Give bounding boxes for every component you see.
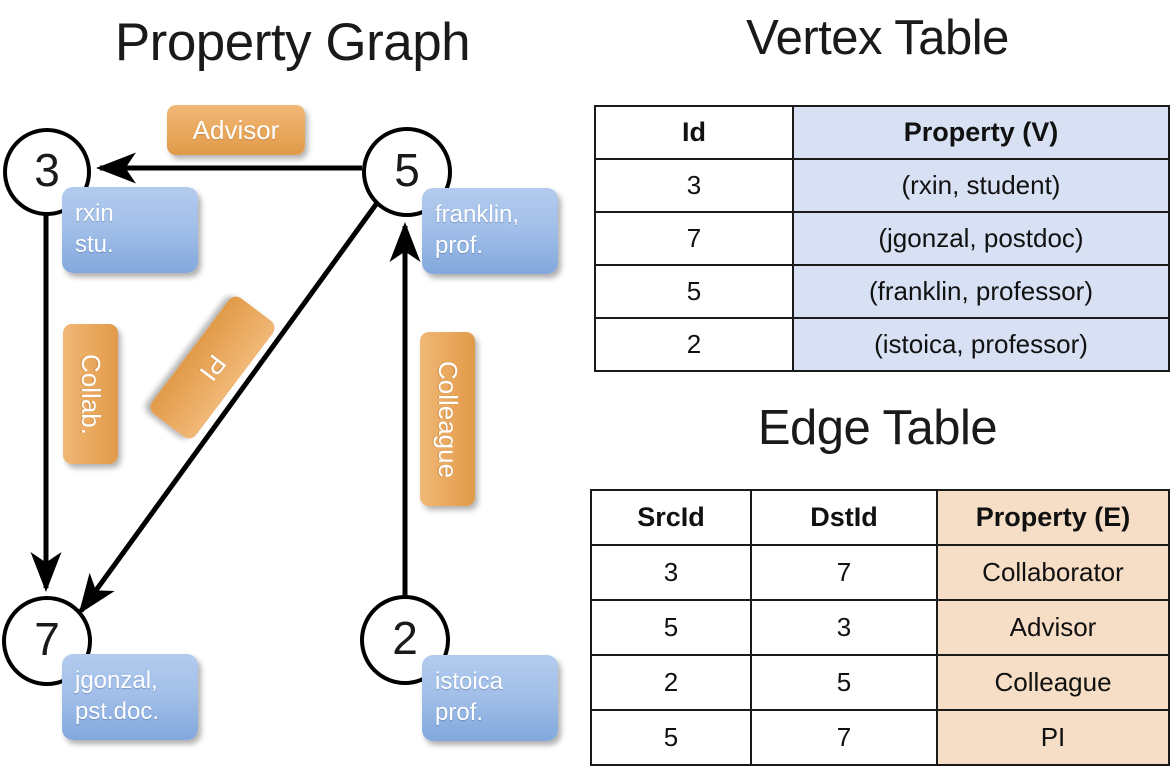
- graph-node-7-label: 7: [34, 613, 60, 665]
- edge-table: SrcId DstId Property (E) 3 7 Collaborato…: [590, 489, 1170, 766]
- vertex-property-3-line1: rxin: [75, 200, 114, 227]
- vertex-header-id: Id: [594, 105, 794, 160]
- table-row: 3 (rxin, student): [594, 158, 1170, 213]
- edge-cell-srcid: 2: [590, 654, 752, 711]
- edge-cell-dstid: 3: [750, 599, 938, 656]
- vertex-property-5-line2: prof.: [435, 232, 484, 259]
- table-row: 5 (franklin, professor): [594, 264, 1170, 319]
- vertex-property-box-5: franklin, prof.: [422, 188, 558, 274]
- edge-cell-property: Colleague: [936, 654, 1170, 711]
- edge-label-advisor-text: Advisor: [192, 114, 280, 145]
- edge-header-dstid: DstId: [750, 489, 938, 546]
- vertex-property-box-7: jgonzal, pst.doc.: [62, 654, 198, 740]
- edge-label-pi-text: PI: [193, 348, 233, 387]
- edge-label-colleague: Colleague: [420, 332, 475, 506]
- vertex-cell-id: 5: [594, 264, 794, 319]
- edge-header-srcid: SrcId: [590, 489, 752, 546]
- edge-cell-property: Advisor: [936, 599, 1170, 656]
- graph-node-5[interactable]: 5: [362, 127, 452, 217]
- edge-label-collab-text: Collab.: [76, 353, 106, 435]
- property-graph-panel: Property Graph 3 5 7 2 rxin stu. frankli…: [0, 0, 585, 760]
- vertex-property-box-2: istoica prof.: [422, 655, 558, 741]
- edge-cell-srcid: 5: [590, 599, 752, 656]
- graph-edges-svg: [30, 152, 421, 615]
- vertex-property-7-line1: jgonzal,: [75, 667, 158, 694]
- vertex-cell-property: (rxin, student): [792, 158, 1170, 213]
- vertex-cell-id: 3: [594, 158, 794, 213]
- edge-cell-dstid: 5: [750, 654, 938, 711]
- page-title-property-graph: Property Graph: [114, 13, 471, 72]
- vertex-table: Id Property (V) 3 (rxin, student) 7 (jgo…: [594, 105, 1170, 372]
- vertex-cell-id: 7: [594, 211, 794, 266]
- vertex-property-box-3: rxin stu.: [62, 187, 198, 273]
- vertex-cell-property: (jgonzal, postdoc): [792, 211, 1170, 266]
- vertex-property-7-line2: pst.doc.: [75, 698, 160, 725]
- table-row: 3 7 Collaborator: [590, 544, 1170, 601]
- edge-table-header-row: SrcId DstId Property (E): [590, 489, 1170, 546]
- table-row: 5 7 PI: [590, 709, 1170, 766]
- edge-cell-dstid: 7: [750, 709, 938, 766]
- edge-label-advisor: Advisor: [167, 105, 305, 155]
- vertex-property-2-line2: prof.: [435, 699, 484, 726]
- edge-cell-property: PI: [936, 709, 1170, 766]
- edge-label-colleague-text: Colleague: [433, 360, 463, 478]
- vertex-property-2-line1: istoica: [435, 668, 504, 695]
- vertex-table-title: Vertex Table: [746, 11, 1009, 65]
- table-row: 7 (jgonzal, postdoc): [594, 211, 1170, 266]
- table-row: 2 (istoica, professor): [594, 317, 1170, 372]
- edge-cell-dstid: 7: [750, 544, 938, 601]
- graph-node-2-label: 2: [392, 612, 418, 664]
- graph-node-2[interactable]: 2: [360, 595, 450, 685]
- edge-cell-srcid: 5: [590, 709, 752, 766]
- vertex-header-property: Property (V): [792, 105, 1170, 160]
- graph-node-5-label: 5: [394, 144, 420, 196]
- edge-header-property: Property (E): [936, 489, 1170, 546]
- edge-cell-srcid: 3: [590, 544, 752, 601]
- graph-node-3-label: 3: [34, 144, 60, 196]
- edge-table-title: Edge Table: [757, 401, 998, 455]
- edge-cell-property: Collaborator: [936, 544, 1170, 601]
- vertex-property-3-line2: stu.: [75, 231, 114, 258]
- vertex-cell-property: (franklin, professor): [792, 264, 1170, 319]
- table-row: 2 5 Colleague: [590, 654, 1170, 711]
- vertex-cell-id: 2: [594, 317, 794, 372]
- tables-panel: Vertex Table Id Property (V) 3 (rxin, st…: [585, 0, 1170, 766]
- edge-arrow-5-to-7: [78, 201, 380, 615]
- vertex-property-5-line1: franklin,: [435, 201, 520, 228]
- table-row: 5 3 Advisor: [590, 599, 1170, 656]
- edge-label-collab: Collab.: [63, 324, 118, 464]
- vertex-cell-property: (istoica, professor): [792, 317, 1170, 372]
- vertex-table-header-row: Id Property (V): [594, 105, 1170, 160]
